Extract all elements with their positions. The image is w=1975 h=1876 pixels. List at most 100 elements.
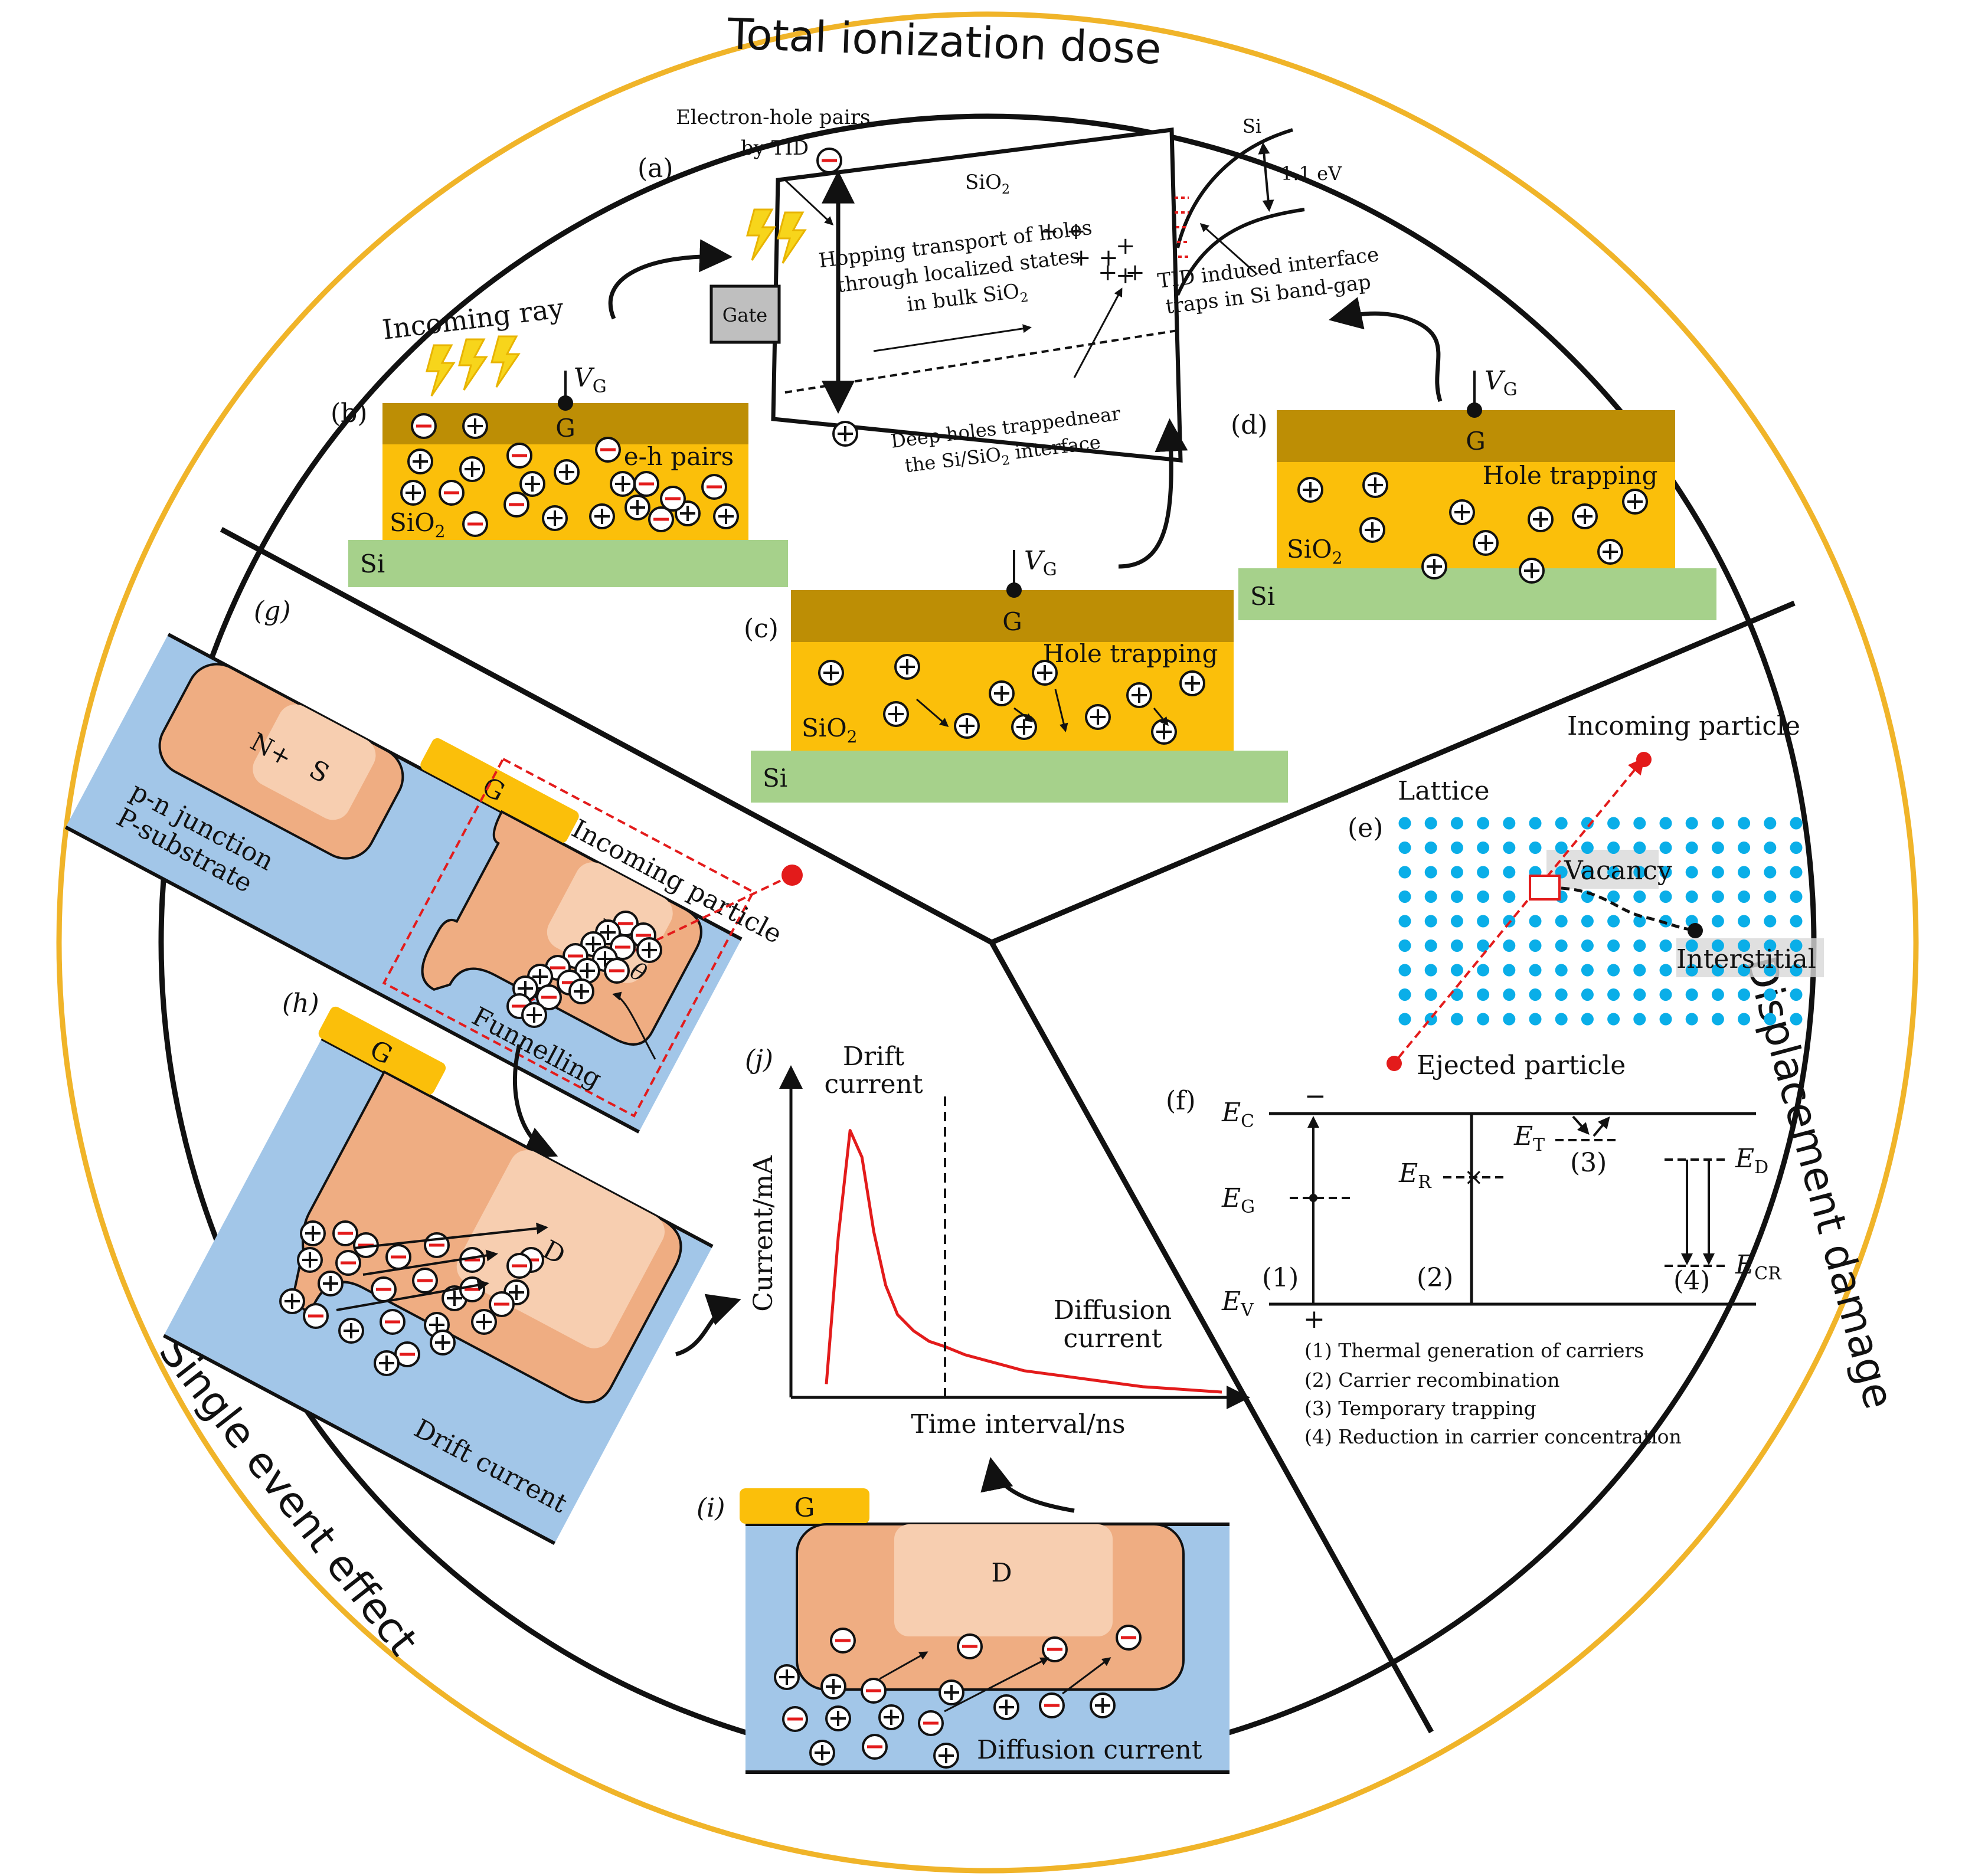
panel-label-f: (f)	[1166, 1086, 1196, 1116]
electron-symbol	[818, 149, 841, 172]
lattice-atom	[1450, 915, 1463, 928]
si-label: Si	[1242, 115, 1261, 137]
panel-c: (c) Si G VG Hole trapping SiO2	[744, 418, 1288, 803]
diffusion-current-label: Diffusion current	[977, 1735, 1202, 1765]
lattice-atom	[1450, 866, 1463, 879]
sio2-label-d: SiO2	[1287, 535, 1342, 568]
lattice-atom	[1424, 842, 1437, 854]
lattice-atom	[1711, 890, 1724, 903]
lattice-atom	[1450, 817, 1463, 830]
lattice-atom	[1450, 939, 1463, 952]
lattice-atom	[1398, 964, 1411, 977]
flow-arrow-d-to-a	[1329, 297, 1443, 402]
lattice-atom	[1450, 964, 1463, 977]
lattice-atom	[1633, 964, 1646, 977]
zoom-box	[382, 757, 755, 1118]
legend-item-4: (4) Reduction in carrier concentration	[1304, 1425, 1682, 1448]
gate-metal-d	[1277, 410, 1675, 462]
si-label-d: Si	[1250, 582, 1275, 611]
lattice-atom	[1529, 915, 1542, 928]
ecr-label: ECR	[1735, 1250, 1782, 1284]
lattice-atom	[1633, 890, 1646, 903]
lattice-atom	[1764, 939, 1777, 952]
lattice-atom	[1607, 866, 1620, 879]
drift-arrows-c	[916, 689, 1169, 732]
lattice-atom	[1659, 817, 1672, 830]
lattice-atom	[1477, 1013, 1490, 1026]
lattice-atom	[1738, 964, 1751, 977]
lattice-atom	[1790, 939, 1803, 952]
lattice-atom	[1764, 1013, 1777, 1026]
funnelling-pointer	[612, 991, 656, 1060]
lattice-atom	[1738, 817, 1751, 830]
lattice-atom	[1790, 1013, 1803, 1026]
lattice-atom	[1633, 842, 1646, 854]
trap-release-arrow	[1593, 1116, 1610, 1137]
lattice-atom	[1398, 915, 1411, 928]
lattice-atom	[1398, 866, 1411, 879]
drift-current-annotation-2: current	[824, 1069, 923, 1099]
y-axis-label: Current/mA	[748, 1155, 779, 1312]
lattice-atom	[1424, 890, 1437, 903]
lattice-atom	[1659, 890, 1672, 903]
lattice-atom	[1633, 939, 1646, 952]
hole-symbol	[832, 421, 858, 447]
vacancy-label: Vacancy	[1564, 856, 1672, 886]
lattice-atom	[1607, 842, 1620, 854]
gate-metal-c	[791, 590, 1234, 642]
lattice-atom	[1555, 1013, 1568, 1026]
si-substrate-c	[751, 751, 1288, 803]
lattice-atom	[1764, 915, 1777, 928]
lattice-atom	[1581, 964, 1594, 977]
lattice-atom	[1607, 915, 1620, 928]
lattice-atom	[1607, 1013, 1620, 1026]
lattice-atom	[1711, 1013, 1724, 1026]
ejected-particle-label: Ejected particle	[1417, 1050, 1626, 1081]
lattice-atom	[1738, 939, 1751, 952]
ev-label: EV	[1221, 1286, 1254, 1321]
section-title-dd: Displacement damage	[1736, 951, 1904, 1414]
lattice-atom	[1581, 988, 1594, 1001]
lattice-atom	[1503, 988, 1516, 1001]
particle-track	[1394, 757, 1645, 1063]
interstitial-atom	[1688, 923, 1703, 938]
eg-label: EG	[1221, 1183, 1255, 1217]
lattice-atoms	[1398, 817, 1803, 1026]
lattice-atom	[1581, 866, 1594, 879]
lattice-atom	[1659, 842, 1672, 854]
lattice-atom	[1529, 964, 1542, 977]
lattice-atom	[1581, 817, 1594, 830]
lattice-atom	[1685, 988, 1698, 1001]
deep-trap-level	[784, 329, 1178, 394]
lattice-atom	[1529, 817, 1542, 830]
interface-trap-pointer	[1199, 222, 1258, 276]
incoming-particle-dot	[1636, 752, 1652, 767]
lattice-atom	[1685, 817, 1698, 830]
lattice-atom	[1477, 964, 1490, 977]
divider-left	[220, 527, 993, 945]
lattice-atom	[1659, 964, 1672, 977]
lattice-atom	[1424, 964, 1437, 977]
lattice-atom	[1477, 890, 1490, 903]
et-label: ET	[1513, 1121, 1545, 1155]
flow-arrow-g-to-h	[512, 1044, 558, 1158]
er-label: ER	[1398, 1158, 1432, 1193]
si-substrate-b	[348, 540, 788, 587]
lattice-atom	[1477, 939, 1490, 952]
diffusion-arrows-i	[879, 1651, 1111, 1713]
panel-d: (d) Si G VG Hole trapping SiO2	[1231, 297, 1716, 620]
lattice-atom	[1503, 890, 1516, 903]
divider-bottom	[989, 941, 1434, 1734]
process-label-1: (1)	[1262, 1263, 1299, 1293]
lattice-atom	[1764, 988, 1777, 1001]
lattice-atom	[1555, 988, 1568, 1001]
panel-label-c: (c)	[744, 614, 779, 644]
lattice-atom	[1685, 842, 1698, 854]
lattice-atom	[1607, 817, 1620, 830]
lattice-atom	[1555, 939, 1568, 952]
lattice-atom	[1790, 988, 1803, 1001]
vg-terminal-d	[1467, 402, 1482, 418]
electron-sign: −	[1304, 1081, 1326, 1111]
